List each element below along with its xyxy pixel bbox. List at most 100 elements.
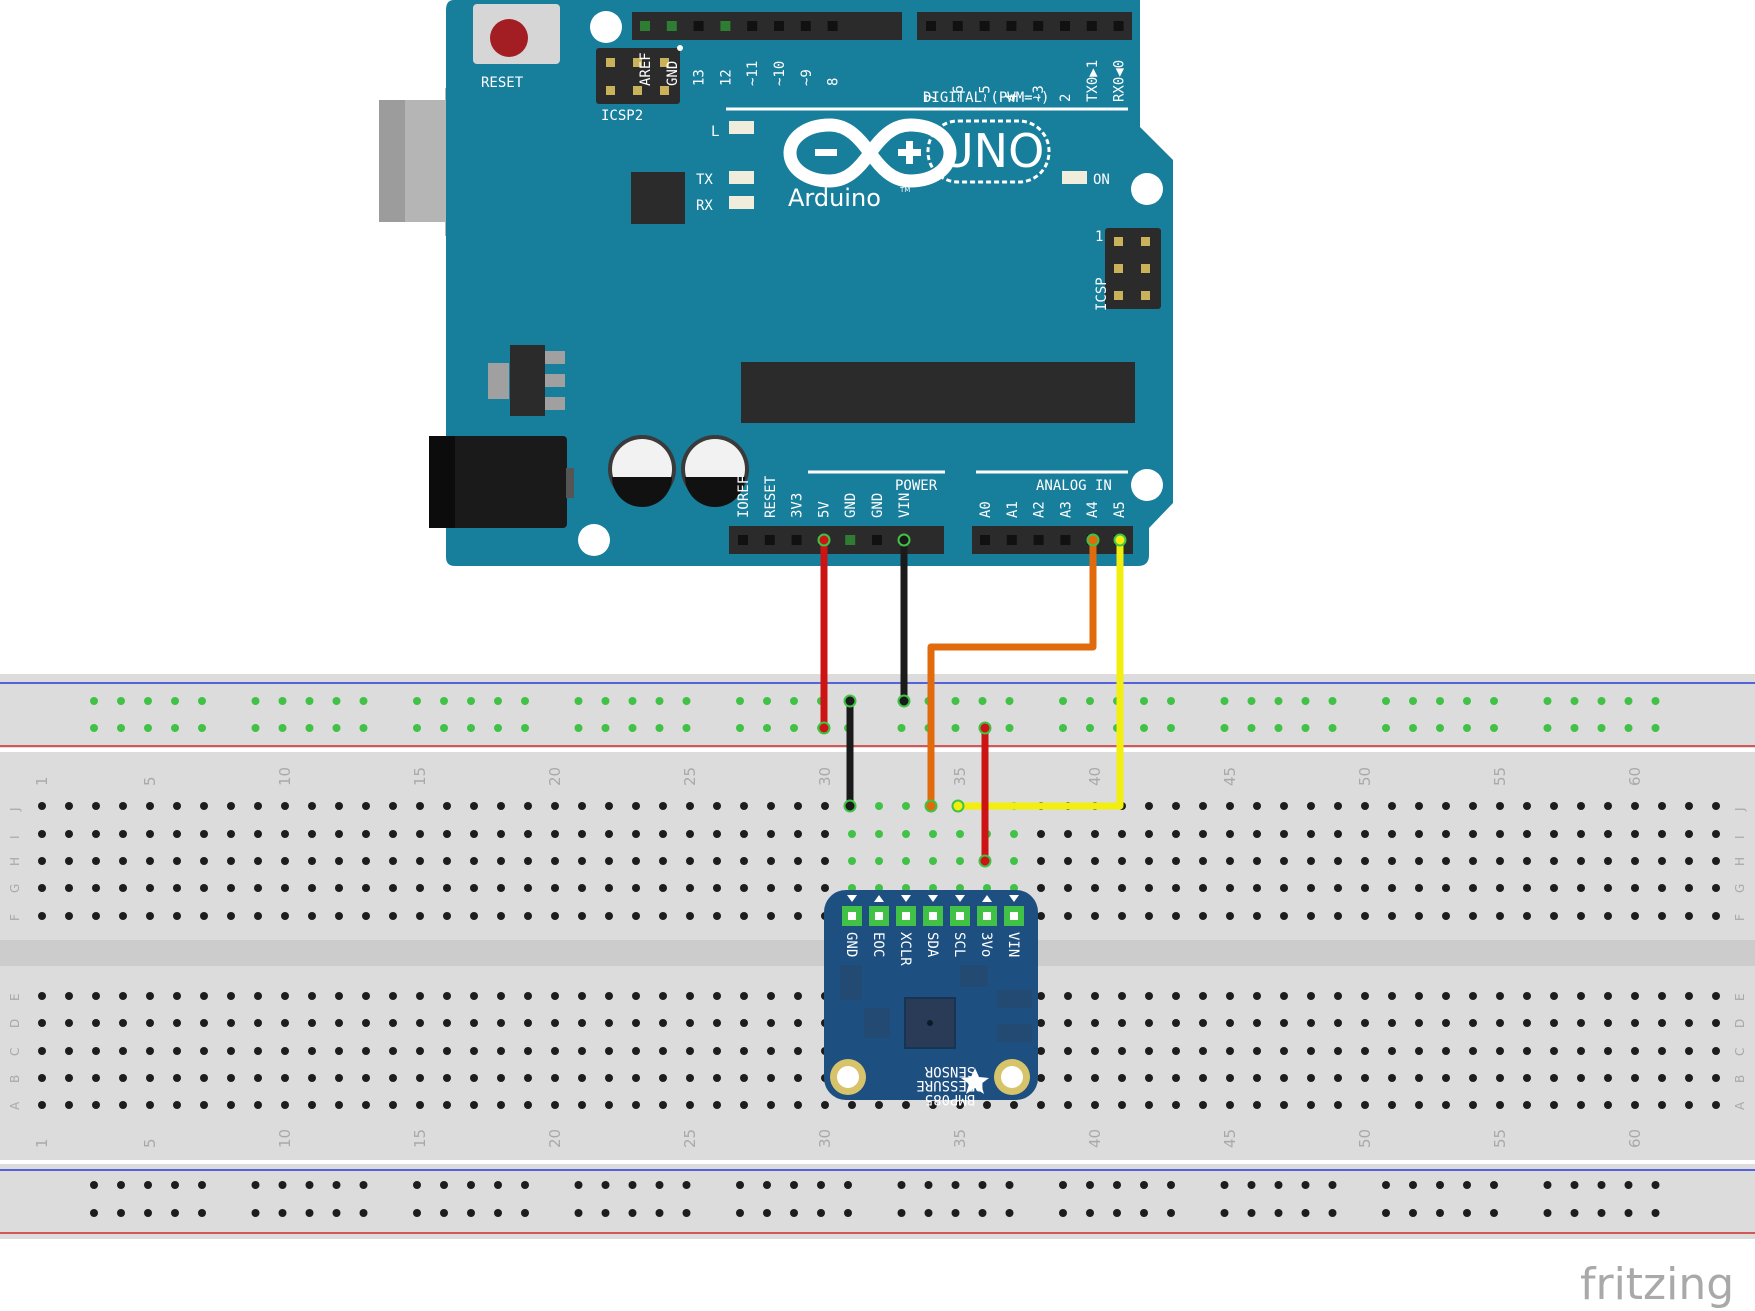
breadboard-hole[interactable] xyxy=(227,857,235,865)
breadboard-hole[interactable] xyxy=(1253,1101,1261,1109)
breadboard-hole[interactable] xyxy=(1145,857,1153,865)
breadboard-hole[interactable] xyxy=(740,1047,748,1055)
breadboard-hole[interactable] xyxy=(335,992,343,1000)
breadboard-hole[interactable] xyxy=(686,992,694,1000)
rail-hole[interactable] xyxy=(1382,724,1390,732)
breadboard-hole[interactable] xyxy=(605,830,613,838)
header-pin[interactable] xyxy=(827,21,838,31)
breadboard-hole[interactable] xyxy=(173,1101,181,1109)
breadboard-hole[interactable] xyxy=(1280,857,1288,865)
breadboard-hole[interactable] xyxy=(713,1101,721,1109)
breadboard-hole[interactable] xyxy=(497,1101,505,1109)
rail-hole[interactable] xyxy=(1651,1181,1660,1189)
breadboard-hole[interactable] xyxy=(902,857,910,865)
breadboard-hole[interactable] xyxy=(713,912,721,920)
rail-hole[interactable] xyxy=(1059,1209,1067,1217)
breadboard-hole[interactable] xyxy=(1523,992,1531,1000)
breadboard-hole[interactable] xyxy=(929,1101,937,1109)
breadboard-hole[interactable] xyxy=(740,1019,748,1027)
breadboard-hole[interactable] xyxy=(1118,830,1126,838)
header-pin[interactable] xyxy=(666,21,677,31)
breadboard-hole[interactable] xyxy=(1388,830,1396,838)
breadboard-hole[interactable] xyxy=(1550,1101,1558,1109)
breadboard-hole[interactable] xyxy=(848,830,856,838)
rail-hole[interactable] xyxy=(305,697,314,705)
breadboard-hole[interactable] xyxy=(1064,1101,1072,1109)
rail-hole[interactable] xyxy=(628,697,637,705)
breadboard-hole[interactable] xyxy=(1631,912,1639,920)
icsp2-pin[interactable] xyxy=(606,58,615,67)
breadboard-hole[interactable] xyxy=(200,1047,208,1055)
breadboard-hole[interactable] xyxy=(1658,802,1666,810)
rail-hole[interactable] xyxy=(332,1181,341,1189)
breadboard-hole[interactable] xyxy=(1037,1074,1045,1082)
rail-hole[interactable] xyxy=(1436,1181,1444,1189)
breadboard-hole[interactable] xyxy=(767,1019,775,1027)
rail-hole[interactable] xyxy=(1570,1181,1579,1189)
breadboard-hole[interactable] xyxy=(1469,830,1477,838)
breadboard-hole[interactable] xyxy=(1118,857,1126,865)
rail-hole[interactable] xyxy=(682,1181,691,1189)
breadboard-hole[interactable] xyxy=(1550,912,1558,920)
breadboard-hole[interactable] xyxy=(227,1019,235,1027)
rail-hole[interactable] xyxy=(494,1209,502,1217)
breadboard-hole[interactable] xyxy=(821,802,829,810)
rail-hole[interactable] xyxy=(763,1209,771,1217)
rail-hole[interactable] xyxy=(736,1181,744,1189)
breadboard-hole[interactable] xyxy=(200,912,208,920)
breadboard-hole[interactable] xyxy=(1280,884,1288,892)
breadboard-hole[interactable] xyxy=(1172,1074,1180,1082)
breadboard-hole[interactable] xyxy=(362,992,370,1000)
breadboard-hole[interactable] xyxy=(1388,912,1396,920)
breadboard-hole[interactable] xyxy=(443,830,451,838)
header-pin[interactable] xyxy=(1006,535,1017,545)
rail-hole[interactable] xyxy=(655,1209,664,1217)
breadboard-hole[interactable] xyxy=(551,830,559,838)
breadboard-hole[interactable] xyxy=(497,1074,505,1082)
breadboard-hole[interactable] xyxy=(362,1047,370,1055)
breadboard-hole[interactable] xyxy=(1307,1101,1315,1109)
breadboard-hole[interactable] xyxy=(173,992,181,1000)
breadboard-hole[interactable] xyxy=(902,802,910,810)
rail-hole[interactable] xyxy=(1005,724,1014,732)
rail-hole[interactable] xyxy=(359,724,368,732)
breadboard-hole[interactable] xyxy=(1388,1074,1396,1082)
rail-hole[interactable] xyxy=(1140,724,1148,732)
breadboard-hole[interactable] xyxy=(335,884,343,892)
rail-hole[interactable] xyxy=(655,724,664,732)
breadboard-hole[interactable] xyxy=(389,1019,397,1027)
rail-hole[interactable] xyxy=(521,724,529,732)
breadboard-hole[interactable] xyxy=(1631,1019,1639,1027)
breadboard-hole[interactable] xyxy=(1199,1074,1207,1082)
breadboard-hole[interactable] xyxy=(173,857,181,865)
breadboard-hole[interactable] xyxy=(362,1019,370,1027)
breadboard-hole[interactable] xyxy=(794,912,802,920)
rail-hole[interactable] xyxy=(1490,1209,1498,1217)
breadboard-hole[interactable] xyxy=(254,1101,262,1109)
rail-hole[interactable] xyxy=(1059,1181,1067,1189)
breadboard-hole[interactable] xyxy=(1388,884,1396,892)
breadboard-hole[interactable] xyxy=(416,992,424,1000)
breadboard-hole[interactable] xyxy=(335,1047,343,1055)
rail-hole[interactable] xyxy=(1463,697,1471,705)
rail-hole[interactable] xyxy=(1570,697,1579,705)
breadboard-hole[interactable] xyxy=(794,830,802,838)
breadboard-hole[interactable] xyxy=(389,1074,397,1082)
rail-hole[interactable] xyxy=(1220,1181,1229,1189)
breadboard-hole[interactable] xyxy=(1685,912,1693,920)
rail-hole[interactable] xyxy=(332,724,341,732)
breadboard-hole[interactable] xyxy=(1415,802,1423,810)
breadboard-hole[interactable] xyxy=(308,884,316,892)
rail-hole[interactable] xyxy=(924,1209,933,1217)
breadboard-hole[interactable] xyxy=(1496,884,1504,892)
rail-hole[interactable] xyxy=(1167,1181,1175,1189)
breadboard-hole[interactable] xyxy=(875,1101,883,1109)
breadboard-hole[interactable] xyxy=(1604,992,1612,1000)
breadboard-hole[interactable] xyxy=(92,857,100,865)
breadboard-hole[interactable] xyxy=(1145,884,1153,892)
breadboard-hole[interactable] xyxy=(1604,802,1612,810)
breadboard-hole[interactable] xyxy=(551,912,559,920)
breadboard-hole[interactable] xyxy=(1199,802,1207,810)
breadboard-hole[interactable] xyxy=(416,1074,424,1082)
breadboard-hole[interactable] xyxy=(1361,1047,1369,1055)
